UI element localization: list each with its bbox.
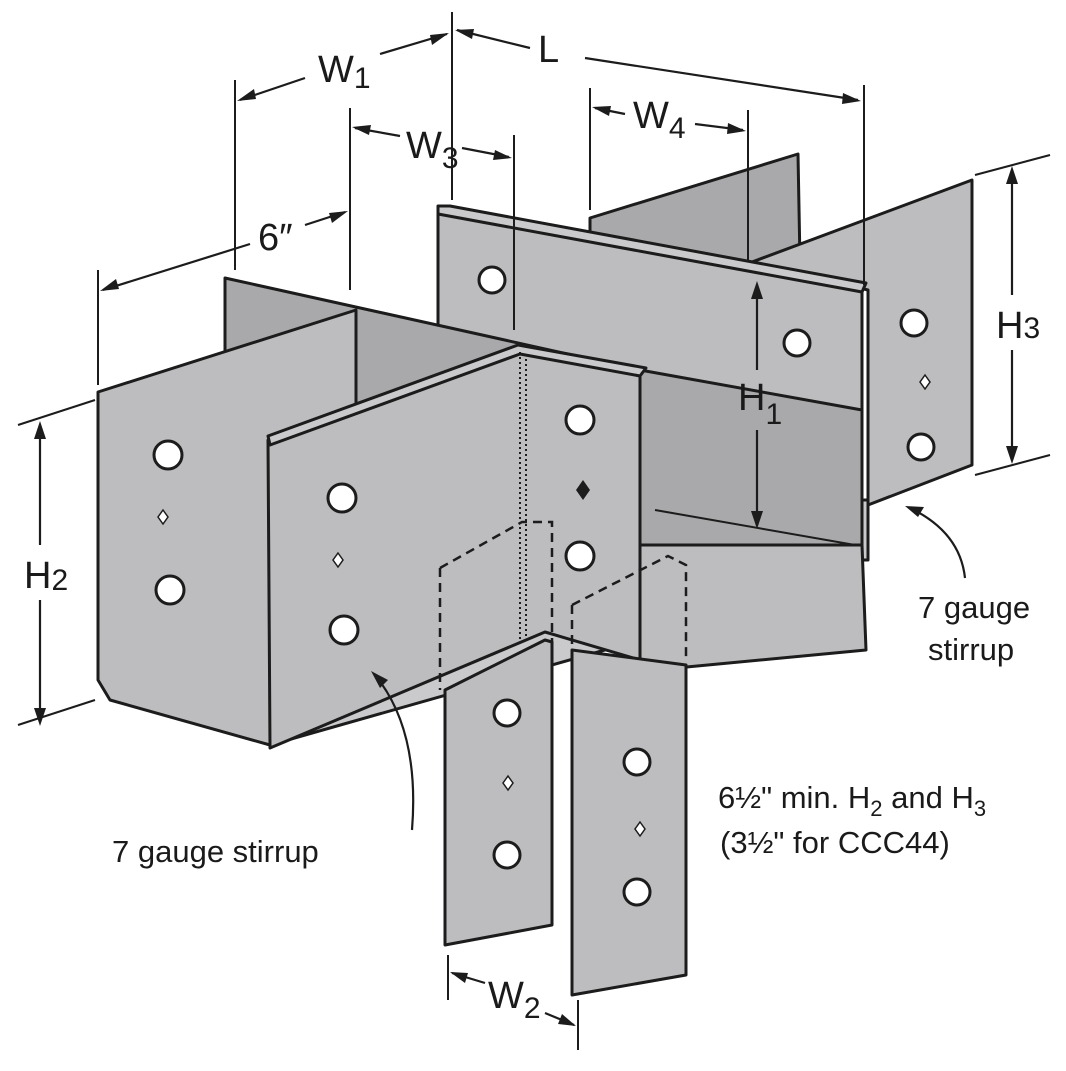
arrowhead bbox=[430, 33, 449, 45]
label-w2: W2 bbox=[488, 975, 541, 1025]
arrowhead bbox=[493, 150, 512, 160]
hole bbox=[477, 265, 507, 295]
diamond-nail-hole bbox=[919, 373, 931, 391]
arrowhead bbox=[371, 671, 388, 688]
seat-floor-line bbox=[654, 509, 856, 546]
label-w1: W1 bbox=[318, 49, 371, 95]
dim-l-right bbox=[584, 56, 859, 102]
diamond-nail-hole bbox=[634, 820, 646, 838]
arrowheads bbox=[34, 29, 1018, 1026]
label-h3: H3 bbox=[996, 305, 1040, 347]
diamond-nail-hole bbox=[332, 551, 344, 569]
note-min-height: 6½" min. H2 and H3 bbox=[718, 780, 986, 821]
dimensions: W1 L W3 W4 6″ H1 H2 H3 W2 bbox=[17, 12, 1051, 1050]
hole bbox=[328, 614, 360, 646]
hole bbox=[899, 308, 929, 338]
callout-right-stirrup-line1: 7 gauge bbox=[918, 590, 1030, 625]
callout-left-stirrup: 7 gauge stirrup bbox=[112, 834, 319, 869]
ext-line bbox=[17, 699, 96, 726]
hole bbox=[906, 432, 936, 462]
ext-line bbox=[974, 454, 1051, 476]
arrowhead bbox=[592, 106, 611, 116]
label-l: L bbox=[538, 29, 559, 71]
hidden-line bbox=[571, 554, 688, 660]
callout-right-stirrup-line2: stirrup bbox=[928, 632, 1014, 667]
ext-line bbox=[17, 399, 96, 426]
arrowhead bbox=[727, 123, 746, 134]
arrowhead bbox=[558, 1014, 576, 1026]
ext-line bbox=[974, 154, 1051, 176]
arrowhead bbox=[842, 93, 861, 104]
hole bbox=[564, 540, 596, 572]
left-stirrup bbox=[96, 276, 648, 750]
hidden-line bbox=[439, 520, 554, 650]
leader-right-stirrup bbox=[909, 507, 967, 579]
diamond-nail-hole bbox=[157, 508, 169, 526]
arrowhead bbox=[751, 281, 763, 299]
seat-lower-face bbox=[638, 543, 868, 672]
arrowhead bbox=[34, 421, 46, 439]
arrowhead bbox=[450, 972, 468, 983]
label-6-inch: 6″ bbox=[258, 217, 293, 259]
arrowhead bbox=[1006, 166, 1018, 184]
hole bbox=[492, 698, 522, 728]
label-h2: H2 bbox=[24, 555, 68, 597]
hole bbox=[154, 574, 186, 606]
diamond-nail-hole bbox=[576, 480, 590, 500]
leader-left-stirrup bbox=[374, 674, 415, 831]
hole bbox=[564, 404, 596, 436]
hole bbox=[492, 840, 522, 870]
label-h1: H1 bbox=[738, 377, 782, 431]
post-straps bbox=[443, 638, 688, 997]
arrowhead bbox=[905, 506, 924, 517]
arrowhead bbox=[34, 708, 46, 726]
hole bbox=[152, 439, 184, 471]
diamond-nail-hole bbox=[502, 774, 514, 792]
arrowhead bbox=[455, 29, 474, 39]
right-post-strap bbox=[570, 648, 688, 997]
label-w3: W3 bbox=[406, 125, 459, 175]
rear-plate-edge bbox=[436, 204, 868, 294]
note-ccc44: (3½" for CCC44) bbox=[720, 825, 950, 860]
hole bbox=[326, 482, 358, 514]
dim-6in-left bbox=[102, 242, 251, 292]
hole bbox=[622, 747, 652, 777]
arrowhead bbox=[751, 511, 763, 529]
arrowhead bbox=[352, 125, 371, 135]
hole bbox=[622, 877, 652, 907]
front-plate-top-edge bbox=[266, 343, 648, 447]
arrowhead bbox=[237, 89, 256, 101]
arrowhead bbox=[1006, 446, 1018, 464]
callout-leaders bbox=[371, 506, 967, 831]
arrowhead bbox=[100, 279, 119, 291]
hole bbox=[782, 328, 812, 358]
label-w4: W4 bbox=[633, 95, 686, 145]
arrowhead bbox=[329, 211, 348, 223]
left-post-strap bbox=[443, 638, 554, 947]
hidden-lines bbox=[438, 520, 688, 690]
